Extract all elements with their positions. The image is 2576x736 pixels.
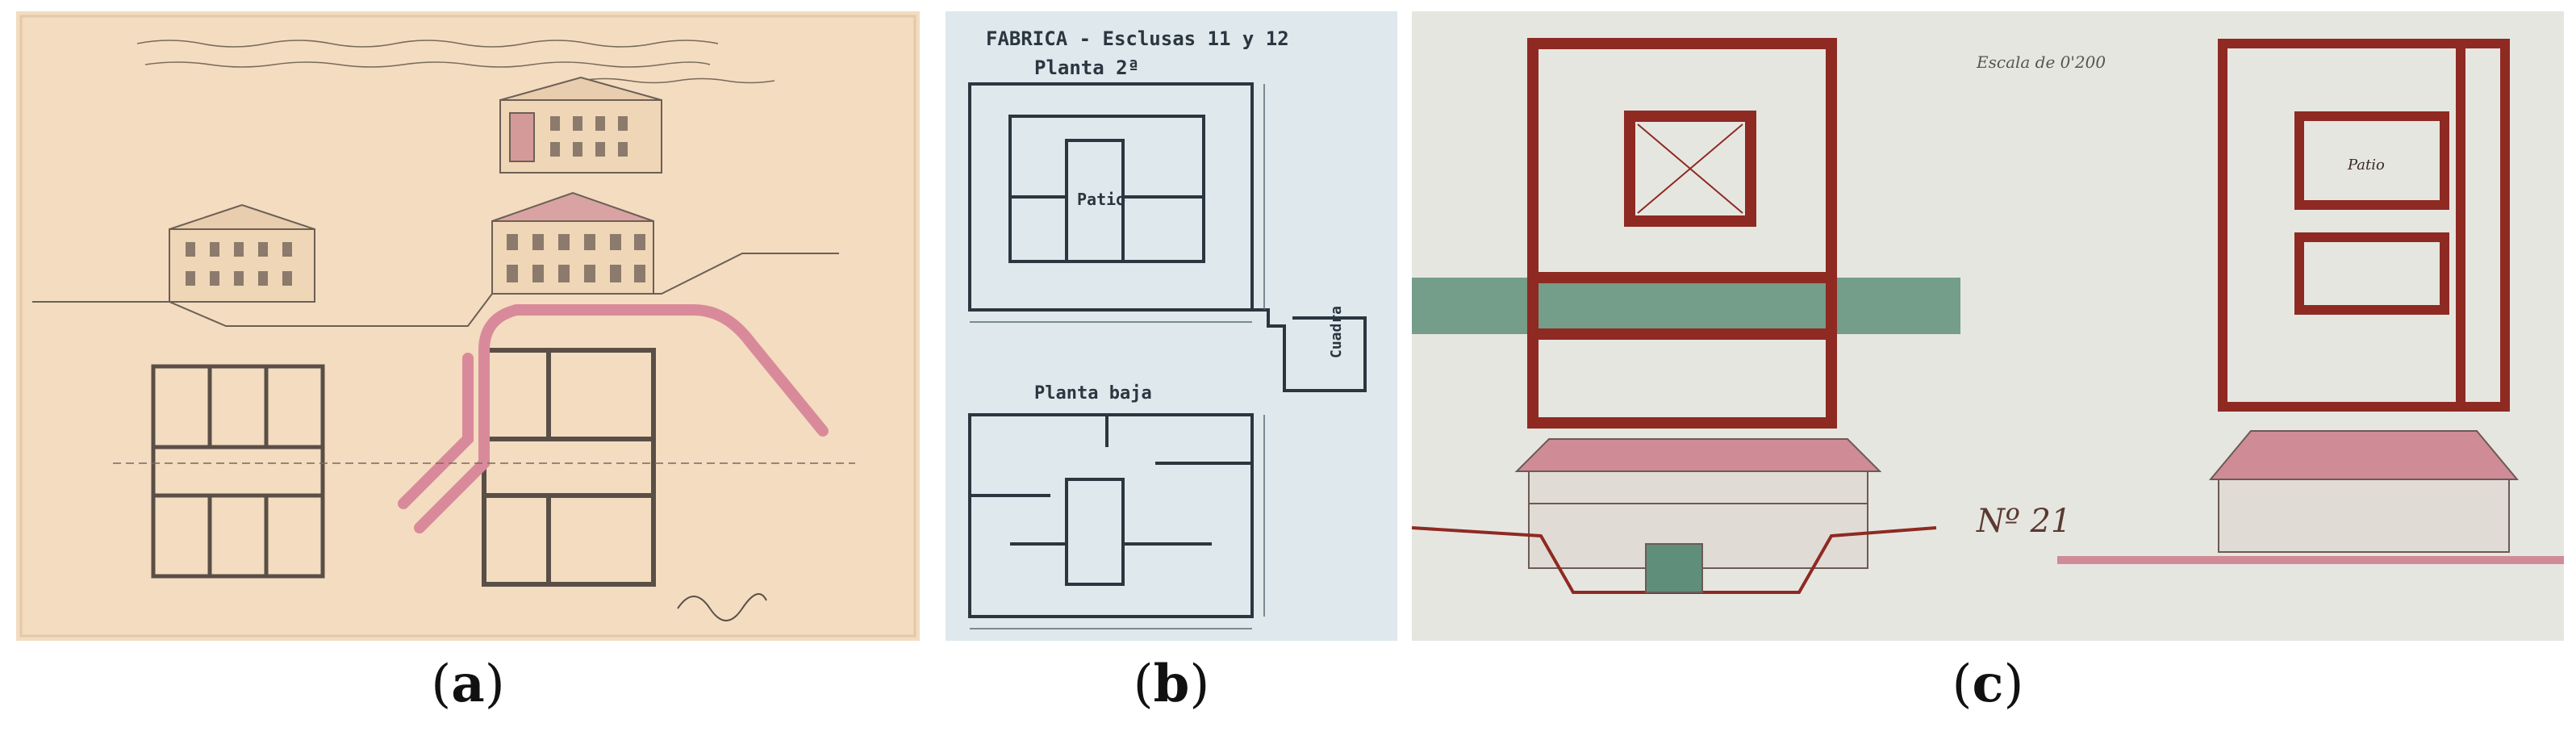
room-cuadra-label: Cuadra bbox=[1328, 306, 1345, 358]
elevation-left-building bbox=[1412, 438, 1937, 594]
room-patio-label: Patio bbox=[1077, 190, 1125, 209]
caption-c-close: ) bbox=[2003, 654, 2024, 714]
vault-cross bbox=[1637, 123, 1743, 214]
floor-upper-label: Planta 2ª bbox=[1034, 56, 1139, 79]
panel-b-svg: FABRICA - Esclusas 11 y 12 Planta 2ª Pat… bbox=[946, 11, 1397, 641]
plan-upper bbox=[968, 82, 1367, 392]
sheet-number: Nº 21 bbox=[1976, 503, 2071, 540]
caption-c: (c) bbox=[1412, 652, 2564, 717]
canal-path bbox=[398, 304, 829, 533]
caption-b-open: ( bbox=[1133, 654, 1154, 714]
plan-left-building bbox=[1527, 38, 1837, 429]
caption-b: (b) bbox=[946, 652, 1397, 717]
panel-c-svg: Patio Escala de 0'200 Nº 21 bbox=[1412, 11, 2564, 641]
caption-a-close: ) bbox=[484, 654, 505, 714]
panel-b-drawing: FABRICA - Esclusas 11 y 12 Planta 2ª Pat… bbox=[946, 11, 1397, 641]
caption-b-letter: b bbox=[1153, 654, 1190, 714]
plan-left bbox=[151, 364, 325, 579]
dimension-lines bbox=[970, 84, 1265, 629]
caption-a-letter: a bbox=[451, 654, 485, 714]
handwritten-title bbox=[136, 40, 775, 84]
plan-lower bbox=[968, 413, 1254, 618]
caption-b-close: ) bbox=[1189, 654, 1210, 714]
elevation-left bbox=[169, 203, 315, 303]
floor-lower-label: Planta baja bbox=[1034, 383, 1152, 404]
caption-a: (a) bbox=[16, 652, 920, 717]
elevation-right-building bbox=[2057, 430, 2564, 564]
caption-c-letter: c bbox=[1972, 654, 2004, 714]
caption-a-open: ( bbox=[431, 654, 452, 714]
plan-right-building bbox=[2218, 39, 2510, 412]
facade-right bbox=[491, 191, 654, 295]
elevation-right bbox=[499, 76, 662, 174]
signature-mark bbox=[677, 593, 767, 621]
panel-a-svg bbox=[16, 11, 920, 641]
scale-note: Escala de 0'200 bbox=[1976, 52, 2106, 72]
panel-a-drawing bbox=[16, 11, 920, 641]
panel-c-drawing: Patio Escala de 0'200 Nº 21 bbox=[1412, 11, 2564, 641]
sheet-edge bbox=[19, 15, 916, 638]
room-patio-label: Patio bbox=[2347, 157, 2385, 174]
sheet-header: FABRICA - Esclusas 11 y 12 bbox=[986, 27, 1289, 50]
ground-line bbox=[32, 253, 839, 327]
canal-water bbox=[1412, 278, 1960, 334]
caption-c-open: ( bbox=[1952, 654, 1973, 714]
